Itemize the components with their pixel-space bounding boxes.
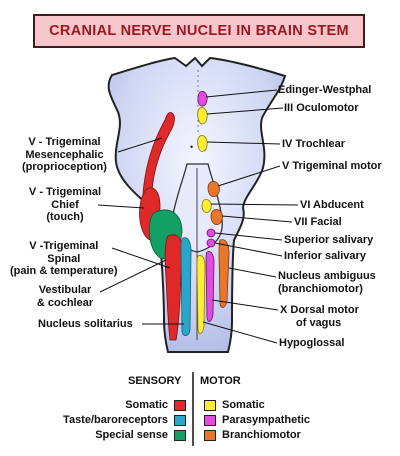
- right-leader-lines: [202, 89, 299, 344]
- trigeminal-spinal-nucleus: [164, 234, 183, 341]
- legend-motor-parasympathetic-label: Parasympathetic: [222, 414, 311, 426]
- legend-sensory-header: SENSORY: [128, 375, 182, 387]
- label-trigeminal-spinal: V -Trigeminal Spinal (pain & temperature…: [10, 240, 118, 278]
- label-chief-line3: (touch): [46, 211, 84, 223]
- hypoglossal-nucleus: [196, 255, 206, 334]
- label-nucleus-solitarius: Nucleus solitarius: [38, 318, 133, 330]
- label-ambiguus-line2: (branchiomotor): [278, 282, 363, 295]
- legend-motor-somatic-label: Somatic: [222, 399, 265, 411]
- legend-motor-branchiomotor-label: Branchiomotor: [222, 429, 301, 441]
- label-facial: VII Facial: [294, 216, 342, 228]
- label-trochlear: IV Trochlear: [282, 138, 345, 150]
- label-hypoglossal: Hypoglossal: [279, 337, 345, 349]
- label-dorsal-vagus-line2: of vagus: [296, 316, 342, 329]
- inferior-salivary-nucleus: [206, 238, 216, 248]
- legend-motor-parasympathetic-swatch: [204, 415, 216, 426]
- diagram-title: CRANIAL NERVE NUCLEI IN BRAIN STEM: [33, 14, 365, 48]
- label-vestibular-cochlear: Vestibular & cochlear: [30, 284, 100, 309]
- label-spinal-line3: (pain & temperature): [10, 265, 118, 277]
- label-trigeminal-chief: V - Trigeminal Chief (touch): [22, 186, 108, 224]
- legend-motor-somatic-swatch: [204, 400, 216, 411]
- label-vestibular-line1: Vestibular: [38, 284, 92, 296]
- label-oculomotor: III Oculomotor: [284, 102, 359, 114]
- legend-sensory-somatic-swatch: [174, 400, 186, 411]
- label-vestibular-line2: & cochlear: [36, 296, 94, 309]
- label-edinger-westphal: Edinger-Westphal: [278, 84, 372, 96]
- oculomotor-nucleus: [197, 107, 208, 125]
- legend-sensory-taste-swatch: [174, 415, 186, 426]
- label-dorsal-vagus: X Dorsal motor of vagus: [280, 304, 359, 329]
- edinger-westphal-nucleus: [197, 91, 208, 107]
- superior-salivary-nucleus: [206, 228, 216, 238]
- trigeminal-motor-nucleus: [207, 181, 220, 198]
- label-mesencephalic-line3: (proprioception): [22, 161, 107, 173]
- nucleus-ambiguus: [218, 239, 230, 308]
- trochlear-nucleus: [197, 135, 208, 152]
- legend-sensory-special-swatch: [174, 430, 186, 441]
- ventricle-dot-marker: •: [190, 142, 193, 152]
- label-chief-line1: V - Trigeminal: [28, 186, 102, 198]
- label-mesencephalic-line2: Mesencephalic: [25, 148, 104, 161]
- label-ambiguus-line1: Nucleus ambiguus: [278, 270, 376, 282]
- abducent-nucleus: [201, 199, 212, 213]
- legend-motor-header: MOTOR: [200, 375, 241, 387]
- label-abducent: VI Abducent: [300, 199, 364, 211]
- left-leader-lines: [97, 137, 184, 325]
- nucleus-solitarius: [180, 237, 192, 336]
- label-superior-salivary: Superior salivary: [284, 234, 374, 246]
- label-mesencephalic-line1: V - Trigeminal: [28, 136, 101, 148]
- label-spinal-line2: Spinal: [47, 252, 81, 265]
- label-dorsal-vagus-line1: X Dorsal motor: [280, 304, 359, 316]
- label-nucleus-ambiguus: Nucleus ambiguus (branchiomotor): [278, 270, 376, 295]
- label-chief-line2: Chief: [51, 198, 79, 211]
- legend-sensory-special-label: Special sense: [95, 429, 168, 441]
- dorsal-vagus-nucleus: [205, 251, 215, 322]
- label-trigeminal-motor: V Trigeminal motor: [282, 160, 382, 172]
- label-trigeminal-mesencephalic: V - Trigeminal Mesencephalic (propriocep…: [22, 136, 107, 174]
- facial-nucleus: [210, 209, 223, 226]
- legend-motor-branchiomotor-swatch: [204, 430, 216, 441]
- legend-sensory-taste-label: Taste/baroreceptors: [63, 414, 168, 426]
- label-spinal-line1: V -Trigeminal: [29, 240, 99, 252]
- legend-sensory-somatic-label: Somatic: [125, 399, 168, 411]
- label-inferior-salivary: Inferior salivary: [284, 250, 366, 262]
